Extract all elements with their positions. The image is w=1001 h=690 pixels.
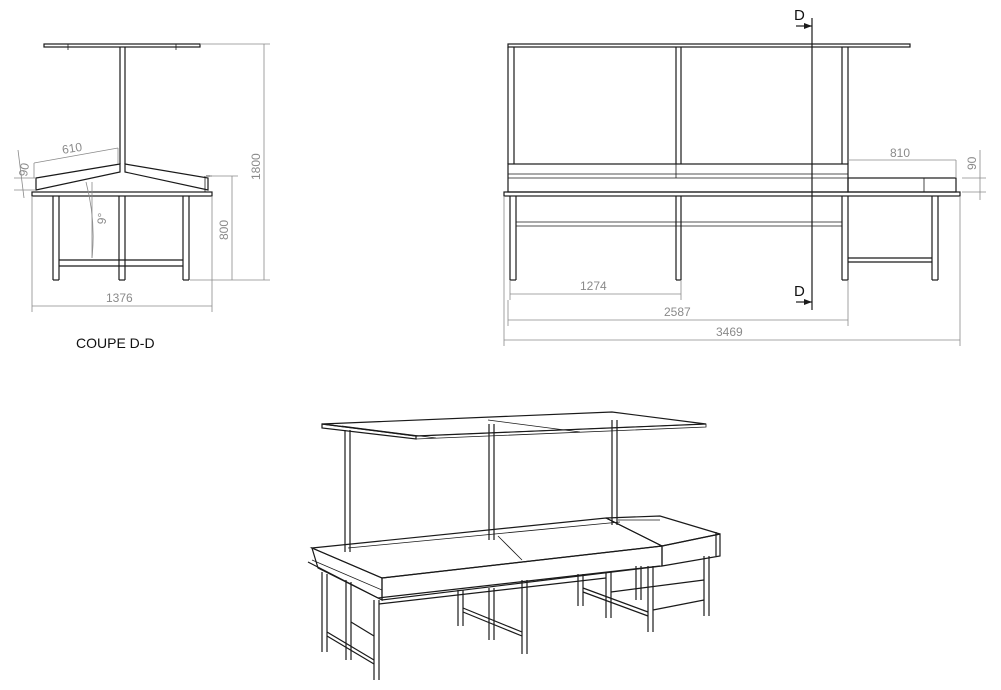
iso-frame [326, 577, 705, 665]
iso-legs [321, 556, 710, 680]
section-trays [31, 163, 213, 197]
section-frame [52, 196, 190, 281]
section-marker-bottom: D [794, 283, 805, 300]
elevation-canopy [507, 43, 911, 164]
dim-1274: 1274 [580, 279, 607, 293]
section-line-d [796, 18, 813, 310]
elevation-frame [509, 196, 939, 281]
section-canopy [43, 43, 201, 164]
section-view: 610 90 9° 1800 800 1376 COUPE D-D [14, 43, 270, 351]
iso-canopy [321, 411, 707, 440]
dim-1800: 1800 [249, 153, 263, 180]
iso-posts [344, 420, 618, 552]
dim-1376: 1376 [106, 291, 133, 305]
dim-610: 610 [61, 140, 83, 157]
section-dimensions [14, 43, 270, 312]
dim-2587: 2587 [664, 305, 691, 319]
section-marker-top: D [794, 7, 805, 24]
elevation-dimensions [503, 150, 986, 346]
iso-tray [307, 517, 665, 601]
section-caption: COUPE D-D [76, 335, 155, 351]
dim-800: 800 [217, 220, 231, 240]
dim-angle: 9° [94, 212, 109, 225]
dim-90-elevation: 90 [965, 156, 979, 170]
iso-extension [605, 515, 721, 567]
dim-810: 810 [890, 146, 910, 160]
dim-90-section: 90 [16, 162, 32, 178]
elevation-view: D D 810 90 1274 2587 3469 [503, 7, 986, 346]
elevation-tray [503, 163, 961, 197]
isometric-view [307, 411, 721, 680]
dim-3469: 3469 [716, 325, 743, 339]
